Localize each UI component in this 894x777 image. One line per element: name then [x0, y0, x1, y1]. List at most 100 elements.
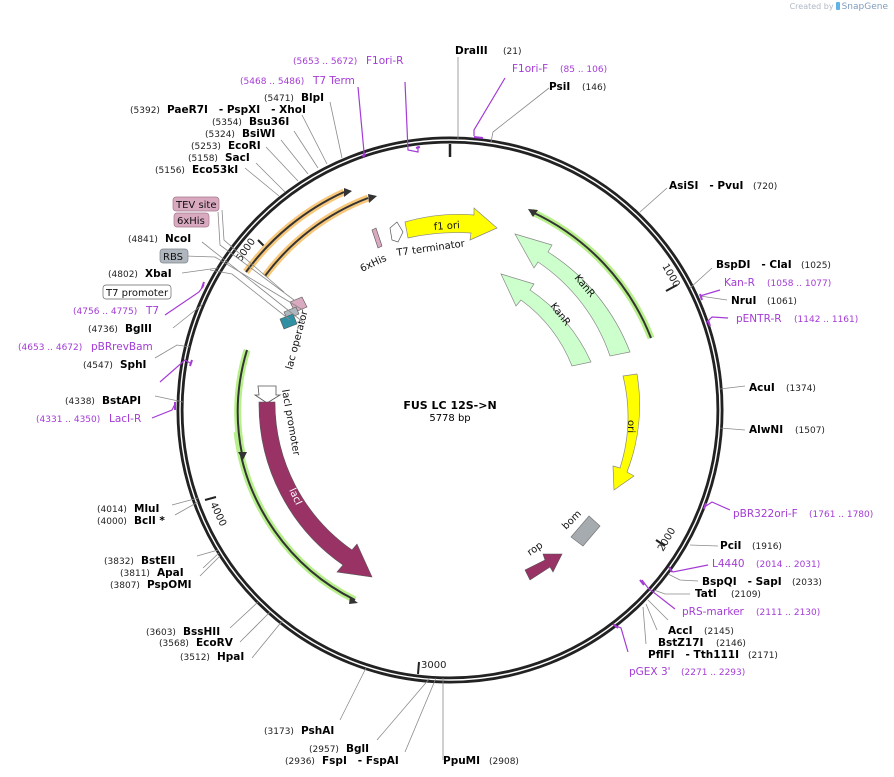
enzyme-bspqi-sapi[interactable]: BspQI - SapI (2033)	[702, 576, 822, 588]
orf-arc-green-left-inner	[234, 348, 251, 460]
enzyme-bcli[interactable]: (4000) BclI *	[97, 515, 165, 527]
svg-text:(2014 .. 2031): (2014 .. 2031)	[756, 560, 820, 570]
enzyme-alwni[interactable]: AlwNI (1507)	[749, 424, 825, 436]
primer-prs-marker[interactable]: pRS-marker (2111 .. 2130)	[682, 606, 820, 618]
enzyme-bsshii[interactable]: (3603) BssHII	[146, 626, 220, 638]
svg-text:2000: 2000	[656, 526, 678, 554]
enzyme-blpi[interactable]: (5471) BlpI	[264, 92, 324, 104]
enzyme-ecorv[interactable]: (3568) EcoRV	[159, 637, 234, 649]
primer-f1ori-r[interactable]: (5653 .. 5672) F1ori-R	[293, 55, 403, 67]
svg-text:pBRrevBam: pBRrevBam	[91, 341, 153, 353]
primer-labels: F1ori-F (85 .. 106) Kan-R (1058 .. 1077)…	[18, 55, 873, 678]
feature-kanr-inner[interactable]: KanR	[500, 273, 592, 367]
enzyme-sphi[interactable]: (4547) SphI	[83, 359, 146, 371]
primer-l4440[interactable]: L4440 (2014 .. 2031)	[712, 558, 820, 570]
boxed-feature-labels: TEV site 6xHis RBS T7 promoter	[102, 196, 220, 300]
enzyme-hpai[interactable]: (3512) HpaI	[180, 651, 244, 663]
enzyme-bspdi-clai[interactable]: BspDI - ClaI (1025)	[716, 259, 831, 271]
svg-text:(3811): (3811)	[120, 569, 150, 579]
enzyme-bstapi[interactable]: (4338) BstAPI	[65, 395, 141, 407]
feature-ori[interactable]: ori	[612, 373, 640, 491]
enzyme-pshai[interactable]: (3173) PshAI	[264, 725, 334, 737]
enzyme-pspomi[interactable]: (3807) PspOMI	[110, 579, 192, 591]
primer-pbr322ori-f[interactable]: pBR322ori-F (1761 .. 1780)	[733, 508, 873, 520]
enzyme-asisi-pvui[interactable]: AsiSI - PvuI (720)	[669, 180, 777, 192]
feature-laci[interactable]: lacI	[258, 401, 373, 578]
enzyme-psii[interactable]: PsiI (146)	[549, 81, 606, 93]
svg-text:(3173): (3173)	[264, 727, 294, 737]
svg-text:PaeR7I - PspXI - XhoI: PaeR7I - PspXI - XhoI	[167, 104, 306, 116]
svg-text:T7 terminator: T7 terminator	[395, 238, 467, 259]
enzyme-apai[interactable]: (3811) ApaI	[120, 567, 184, 579]
svg-text:Bsu36I: Bsu36I	[249, 116, 289, 128]
enzyme-ncoi[interactable]: (4841) NcoI	[128, 233, 191, 245]
snapgene-logo-icon	[835, 2, 840, 10]
enzyme-fspi-fspai[interactable]: (2936) FspI - FspAI	[285, 755, 399, 767]
primer-t7-term[interactable]: (5468 .. 5486) T7 Term	[240, 75, 355, 87]
enzyme-tati[interactable]: TatI (2109)	[695, 588, 761, 600]
enzyme-eco53ki[interactable]: (5156) Eco53kI	[155, 164, 238, 176]
svg-text:ApaI: ApaI	[157, 567, 184, 579]
enzyme-acui[interactable]: AcuI (1374)	[749, 382, 816, 394]
primer-f1ori-f[interactable]: F1ori-F (85 .. 106)	[512, 63, 607, 75]
primer-pgex-3[interactable]: pGEX 3' (2271 .. 2293)	[629, 666, 745, 678]
credit-text: Created by	[789, 2, 834, 11]
svg-text:(2171): (2171)	[748, 651, 778, 661]
svg-text:Kan-R: Kan-R	[724, 277, 755, 289]
svg-text:PsiI: PsiI	[549, 81, 570, 93]
label-tev-site[interactable]: TEV site	[172, 196, 220, 212]
svg-text:(3568): (3568)	[159, 639, 189, 649]
feature-bom[interactable]: bom	[560, 509, 601, 547]
enzyme-paer7i-pspxi-xhoi[interactable]: (5392) PaeR7I - PspXI - XhoI	[130, 104, 306, 116]
enzyme-bsiwi[interactable]: (5324) BsiWI	[205, 128, 275, 140]
svg-text:(1061): (1061)	[767, 297, 797, 307]
label-rbs[interactable]: RBS	[159, 248, 189, 264]
svg-text:PflFI - Tth111I: PflFI - Tth111I	[648, 649, 739, 661]
svg-text:HpaI: HpaI	[217, 651, 244, 663]
orf-arc-orange-inner	[262, 194, 377, 279]
svg-text:T7 Term: T7 Term	[312, 75, 355, 87]
enzyme-ppumi[interactable]: PpuMI (2908)	[443, 755, 519, 767]
svg-text:(2109): (2109)	[731, 590, 761, 600]
feature-f1-ori[interactable]: f1 ori	[404, 207, 498, 241]
svg-text:PpuMI: PpuMI	[443, 755, 480, 767]
svg-text:(4338): (4338)	[65, 397, 95, 407]
enzyme-mlui[interactable]: (4014) MluI	[97, 503, 159, 515]
label-t7-promoter[interactable]: T7 promoter	[102, 284, 172, 300]
label-6xhis[interactable]: 6xHis	[173, 212, 210, 228]
svg-text:(5392): (5392)	[130, 106, 160, 116]
svg-text:AlwNI: AlwNI	[749, 424, 783, 436]
primer-kan-r[interactable]: Kan-R (1058 .. 1077)	[724, 277, 831, 289]
feature-rop[interactable]: rop	[524, 540, 563, 581]
primer-laci-r[interactable]: (4331 .. 4350) LacI-R	[36, 413, 141, 425]
feature-lac-operator[interactable]: lac operator	[279, 296, 311, 371]
svg-text:(85 .. 106): (85 .. 106)	[560, 65, 607, 75]
enzyme-xbai[interactable]: (4802) XbaI	[108, 268, 172, 280]
enzyme-ecori[interactable]: (5253) EcoRI	[191, 140, 261, 152]
primer-pbrrevbam[interactable]: (4653 .. 4672) pBRrevBam	[18, 341, 153, 353]
svg-text:LacI-R: LacI-R	[109, 413, 141, 425]
primer-t7[interactable]: (4756 .. 4775) T7	[73, 305, 159, 317]
svg-text:FspI - FspAI: FspI - FspAI	[322, 755, 399, 767]
enzyme-bgli[interactable]: (2957) BglI	[309, 743, 369, 755]
svg-text:rop: rop	[525, 540, 545, 558]
primer-pentr-r[interactable]: pENTR-R (1142 .. 1161)	[736, 313, 858, 325]
enzyme-nrui[interactable]: NruI (1061)	[731, 295, 797, 307]
feature-6xhis-inner[interactable]: 6xHis	[359, 227, 389, 275]
enzyme-acci[interactable]: AccI (2145)	[668, 625, 734, 637]
svg-text:pENTR-R: pENTR-R	[736, 313, 782, 325]
enzyme-bsteii[interactable]: (3832) BstEII	[104, 555, 175, 567]
enzyme-draiii[interactable]: DraIII (21)	[455, 45, 521, 57]
plasmid-length: 5778 bp	[429, 413, 470, 424]
enzyme-bsu36i[interactable]: (5354) Bsu36I	[212, 116, 289, 128]
svg-text:(2936): (2936)	[285, 757, 315, 767]
svg-text:f1 ori: f1 ori	[433, 220, 460, 233]
enzyme-pflfi-tth111i[interactable]: PflFI - Tth111I (2171)	[648, 649, 778, 661]
svg-text:6xHis: 6xHis	[359, 253, 389, 275]
enzyme-bstz17i[interactable]: BstZ17I (2146)	[658, 637, 746, 649]
svg-text:(5253): (5253)	[191, 142, 221, 152]
enzyme-pcii[interactable]: PciI (1916)	[720, 540, 782, 552]
enzyme-bglii[interactable]: (4736) BglII	[88, 323, 152, 335]
enzyme-saci[interactable]: (5158) SacI	[188, 152, 250, 164]
